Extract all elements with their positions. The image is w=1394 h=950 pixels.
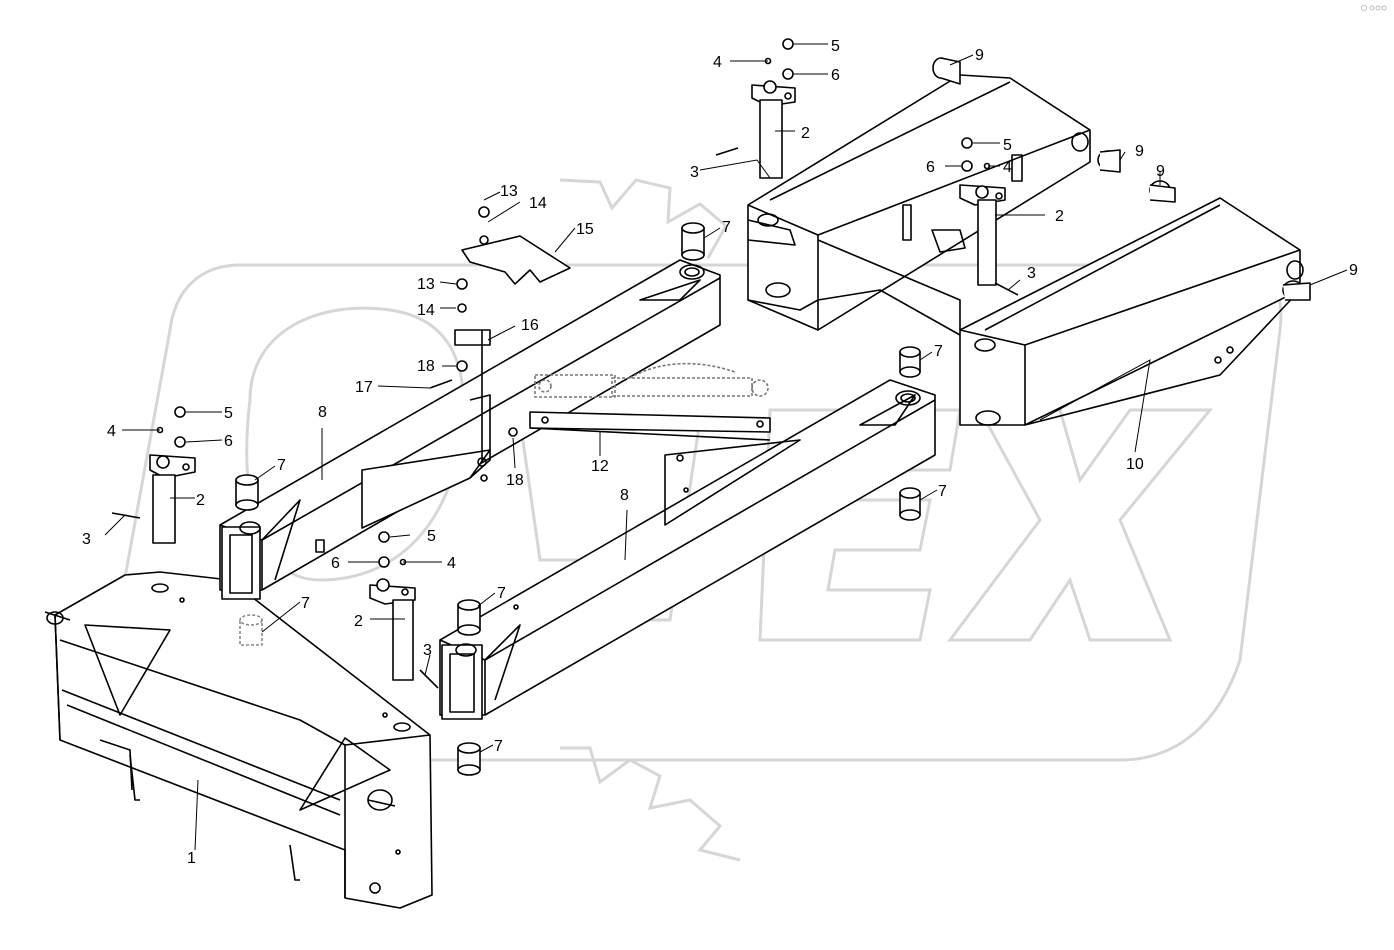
callout-label: 14 [417,302,435,319]
callout-label: 7 [277,457,286,474]
callout-label: 3 [423,642,432,659]
callout-label: 9 [1135,143,1144,160]
callout-label: 13 [417,276,435,293]
callout-label: 6 [831,67,840,84]
callout-label: 7 [934,343,943,360]
callout-label: 5 [224,405,233,422]
callout-label: 7 [301,595,310,612]
callout-label: 4 [713,54,722,71]
callout-label: 4 [107,423,116,440]
callout-label: 14 [529,195,547,212]
callout-label: 10 [1126,456,1144,473]
callout-label: 7 [494,738,503,755]
callout-label: 6 [926,159,935,176]
corner-dots-icon [1361,5,1387,11]
cross-bar [529,411,771,441]
callout-label: 2 [1055,208,1064,225]
callout-label: 16 [521,317,539,334]
bushings [932,57,1311,301]
pivot-pins [149,80,1006,681]
frame-line-art [44,38,1311,909]
callout-label: 12 [591,458,609,475]
callout-label: 18 [417,358,435,375]
callout-label: 5 [1003,137,1012,154]
hydraulic-cylinder-phantom [534,362,769,398]
callout-label: 9 [1349,262,1358,279]
callout-label: 3 [82,531,91,548]
callout-label: 1 [187,850,196,867]
right-long-arm [439,379,936,720]
callout-label: 9 [1156,163,1165,180]
callout-label: 8 [620,487,629,504]
callout-label: 6 [331,555,340,572]
rear-frame [747,74,1304,426]
callout-label: 4 [1003,159,1012,176]
leader-lines [104,43,1348,851]
callout-label: 2 [354,613,363,630]
left-long-arm [219,259,721,600]
callout-label: 6 [224,433,233,450]
callout-label: 5 [831,38,840,55]
center-plate [361,394,491,529]
callout-label: 18 [506,472,524,489]
callout-label: 2 [801,125,810,142]
callout-label: 4 [447,555,456,572]
callout-label: 3 [690,164,699,181]
front-cross-beam [44,571,433,909]
callout-labels: 1 2 2 2 2 3 3 3 3 4 4 4 4 5 5 5 5 6 6 6 … [82,38,1358,867]
callout-label: 7 [938,483,947,500]
fasteners [111,38,1019,689]
callout-label: 3 [1027,265,1036,282]
callout-label: 5 [427,528,436,545]
callout-label: 2 [196,492,205,509]
callout-label: 8 [318,404,327,421]
callout-label: 7 [722,219,731,236]
arm-bushings [235,222,921,776]
callout-label: 13 [500,183,518,200]
callout-label: 9 [975,47,984,64]
callout-label: 17 [355,379,373,396]
callout-label: 7 [497,585,506,602]
callout-label: 15 [576,221,594,238]
